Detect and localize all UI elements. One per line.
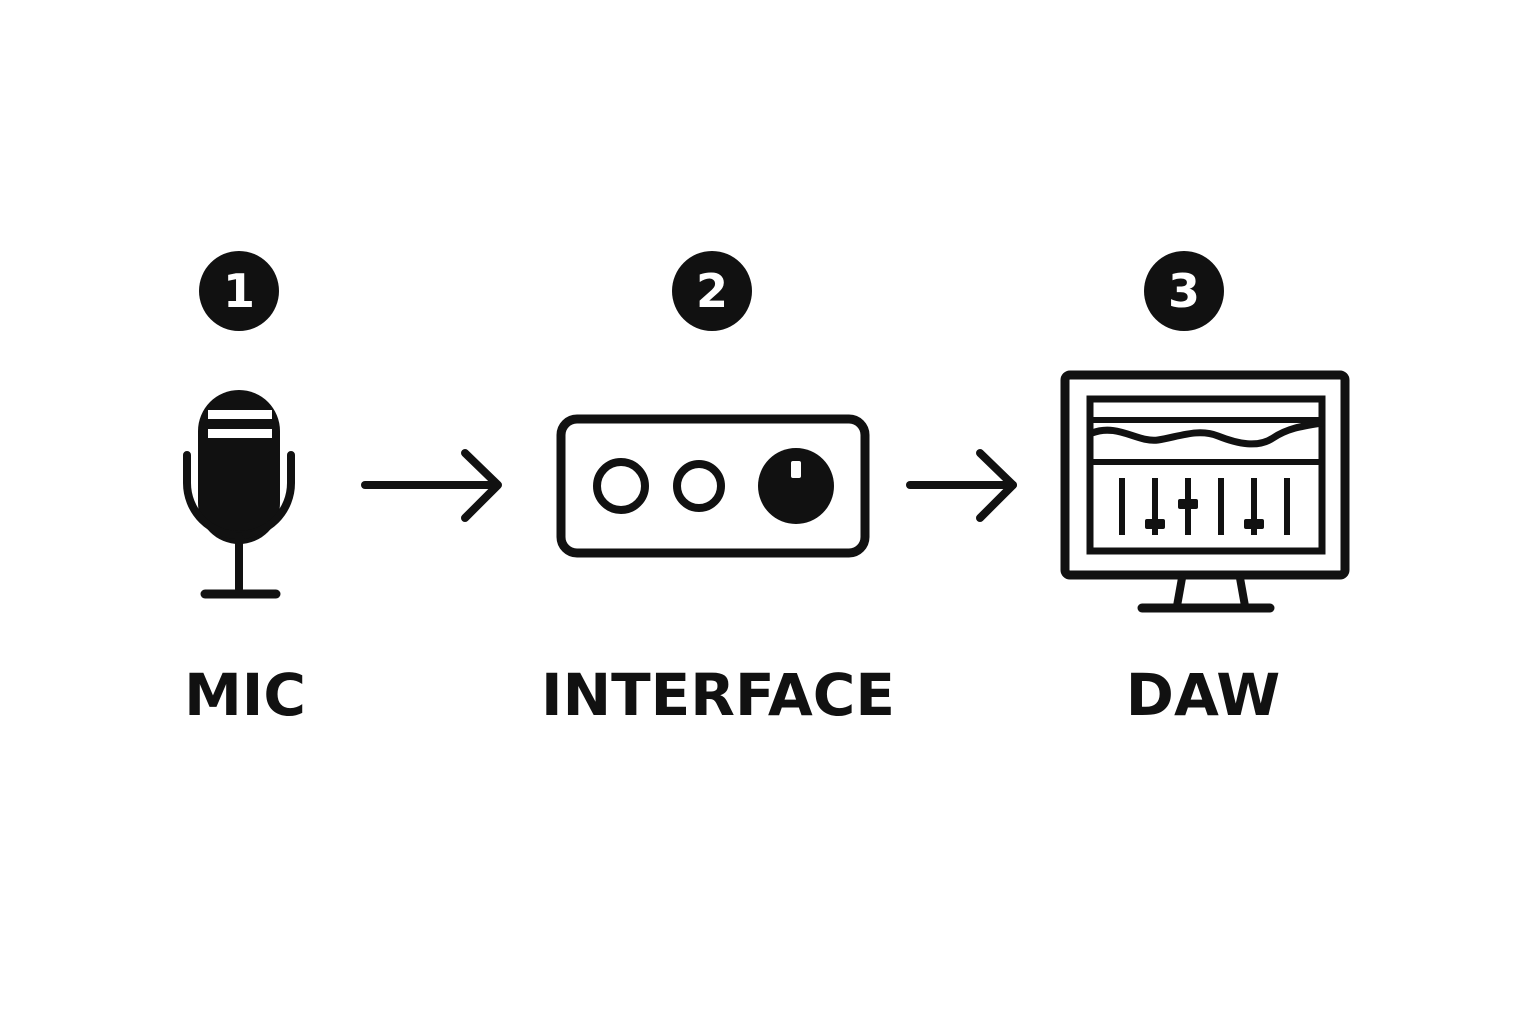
- arrow-right-icon: [361, 449, 502, 522]
- step-3-number: 3: [1167, 264, 1200, 318]
- step-2-label: INTERFACE: [540, 661, 895, 729]
- arrow-right-icon: [906, 449, 1017, 522]
- daw-monitor-icon: [1060, 370, 1350, 613]
- step-3-label: DAW: [1125, 661, 1281, 729]
- step-3-number-badge: 3: [1144, 251, 1224, 331]
- audio-interface-icon: [556, 414, 870, 558]
- step-2-number: 2: [695, 264, 728, 318]
- microphone-icon: [183, 390, 295, 599]
- step-1-number: 1: [222, 264, 255, 318]
- step-1-label: MIC: [184, 661, 306, 729]
- step-2-number-badge: 2: [672, 251, 752, 331]
- step-1-number-badge: 1: [199, 251, 279, 331]
